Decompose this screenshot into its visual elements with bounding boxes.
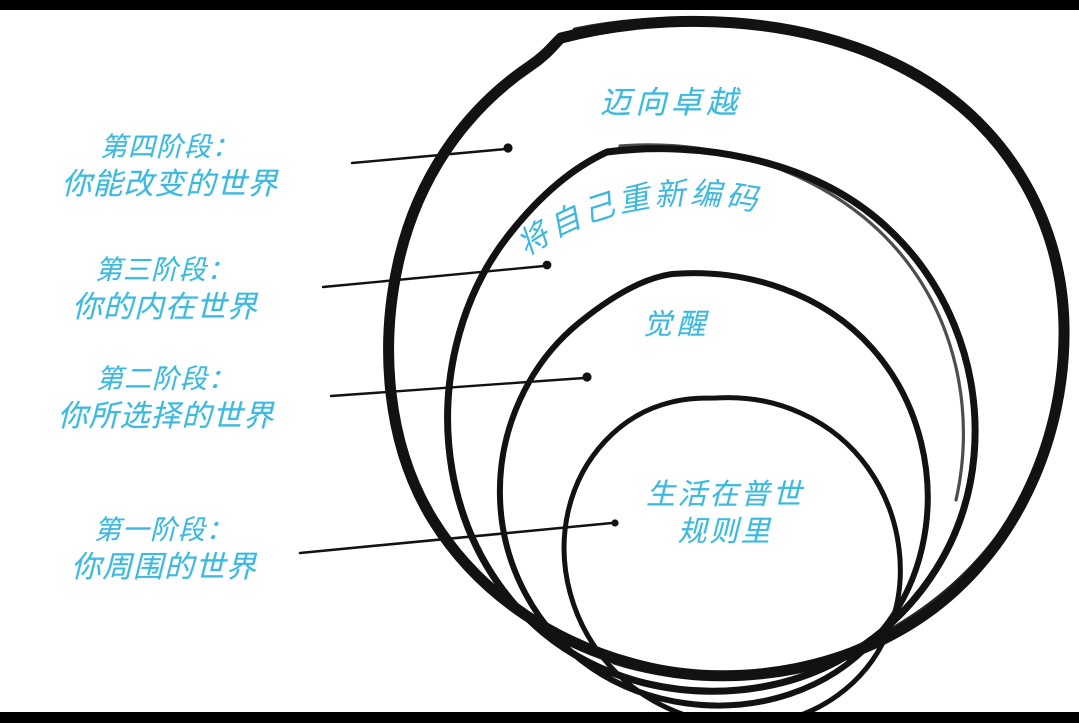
ring-outline-stage-4-overdraw	[572, 16, 1066, 680]
leader-line-stage-3	[321, 260, 552, 289]
leader-line-stage-4	[350, 143, 513, 165]
bottom-black-border	[0, 712, 1079, 723]
stage-3-heading: 第三阶段：	[95, 255, 235, 286]
stage-1-description: 你周围的世界	[71, 550, 257, 586]
stage-4-heading: 第四阶段：	[100, 132, 240, 163]
stage-callout-1: 第一阶段： 你周围的世界	[14, 513, 314, 587]
ring-outline-stage-2	[496, 270, 931, 709]
stage-callout-2: 第二阶段： 你所选择的世界	[6, 362, 326, 436]
stage-callout-4: 第四阶段： 你能改变的世界	[10, 130, 330, 204]
diagram-paper: 将自己重新编码 第四阶段： 你能改变的世界 第三阶段： 你的内在世界 第二阶段：…	[0, 10, 1079, 712]
stage-callout-3: 第三阶段： 你的内在世界	[10, 253, 320, 327]
stage-4-description: 你能改变的世界	[61, 167, 279, 203]
hand-drawn-circles-svg: 将自己重新编码	[298, 15, 1070, 712]
top-black-border	[0, 0, 1079, 10]
stage-2-heading: 第二阶段：	[96, 364, 236, 395]
stage-2-description: 你所选择的世界	[57, 399, 275, 435]
leader-line-stage-2	[329, 372, 592, 398]
ring-label-stage-1: 生活在普世 规则里	[605, 476, 845, 550]
leader-line-stage-1	[298, 519, 619, 555]
ring-label-stage-1-line1: 生活在普世	[645, 477, 805, 511]
ring-label-stage-1-line2: 规则里	[677, 514, 773, 549]
stage-1-heading: 第一阶段：	[94, 515, 234, 546]
ring-outline-stage-1	[561, 395, 903, 712]
ring-outline-stage-3-overdraw	[618, 143, 966, 502]
ring-label-stage-4: 迈向卓越	[600, 85, 742, 121]
ring-label-stage-2: 觉醒	[643, 307, 711, 341]
stage-3-description: 你的内在世界	[72, 290, 258, 326]
ring-outline-stage-3	[444, 145, 979, 695]
